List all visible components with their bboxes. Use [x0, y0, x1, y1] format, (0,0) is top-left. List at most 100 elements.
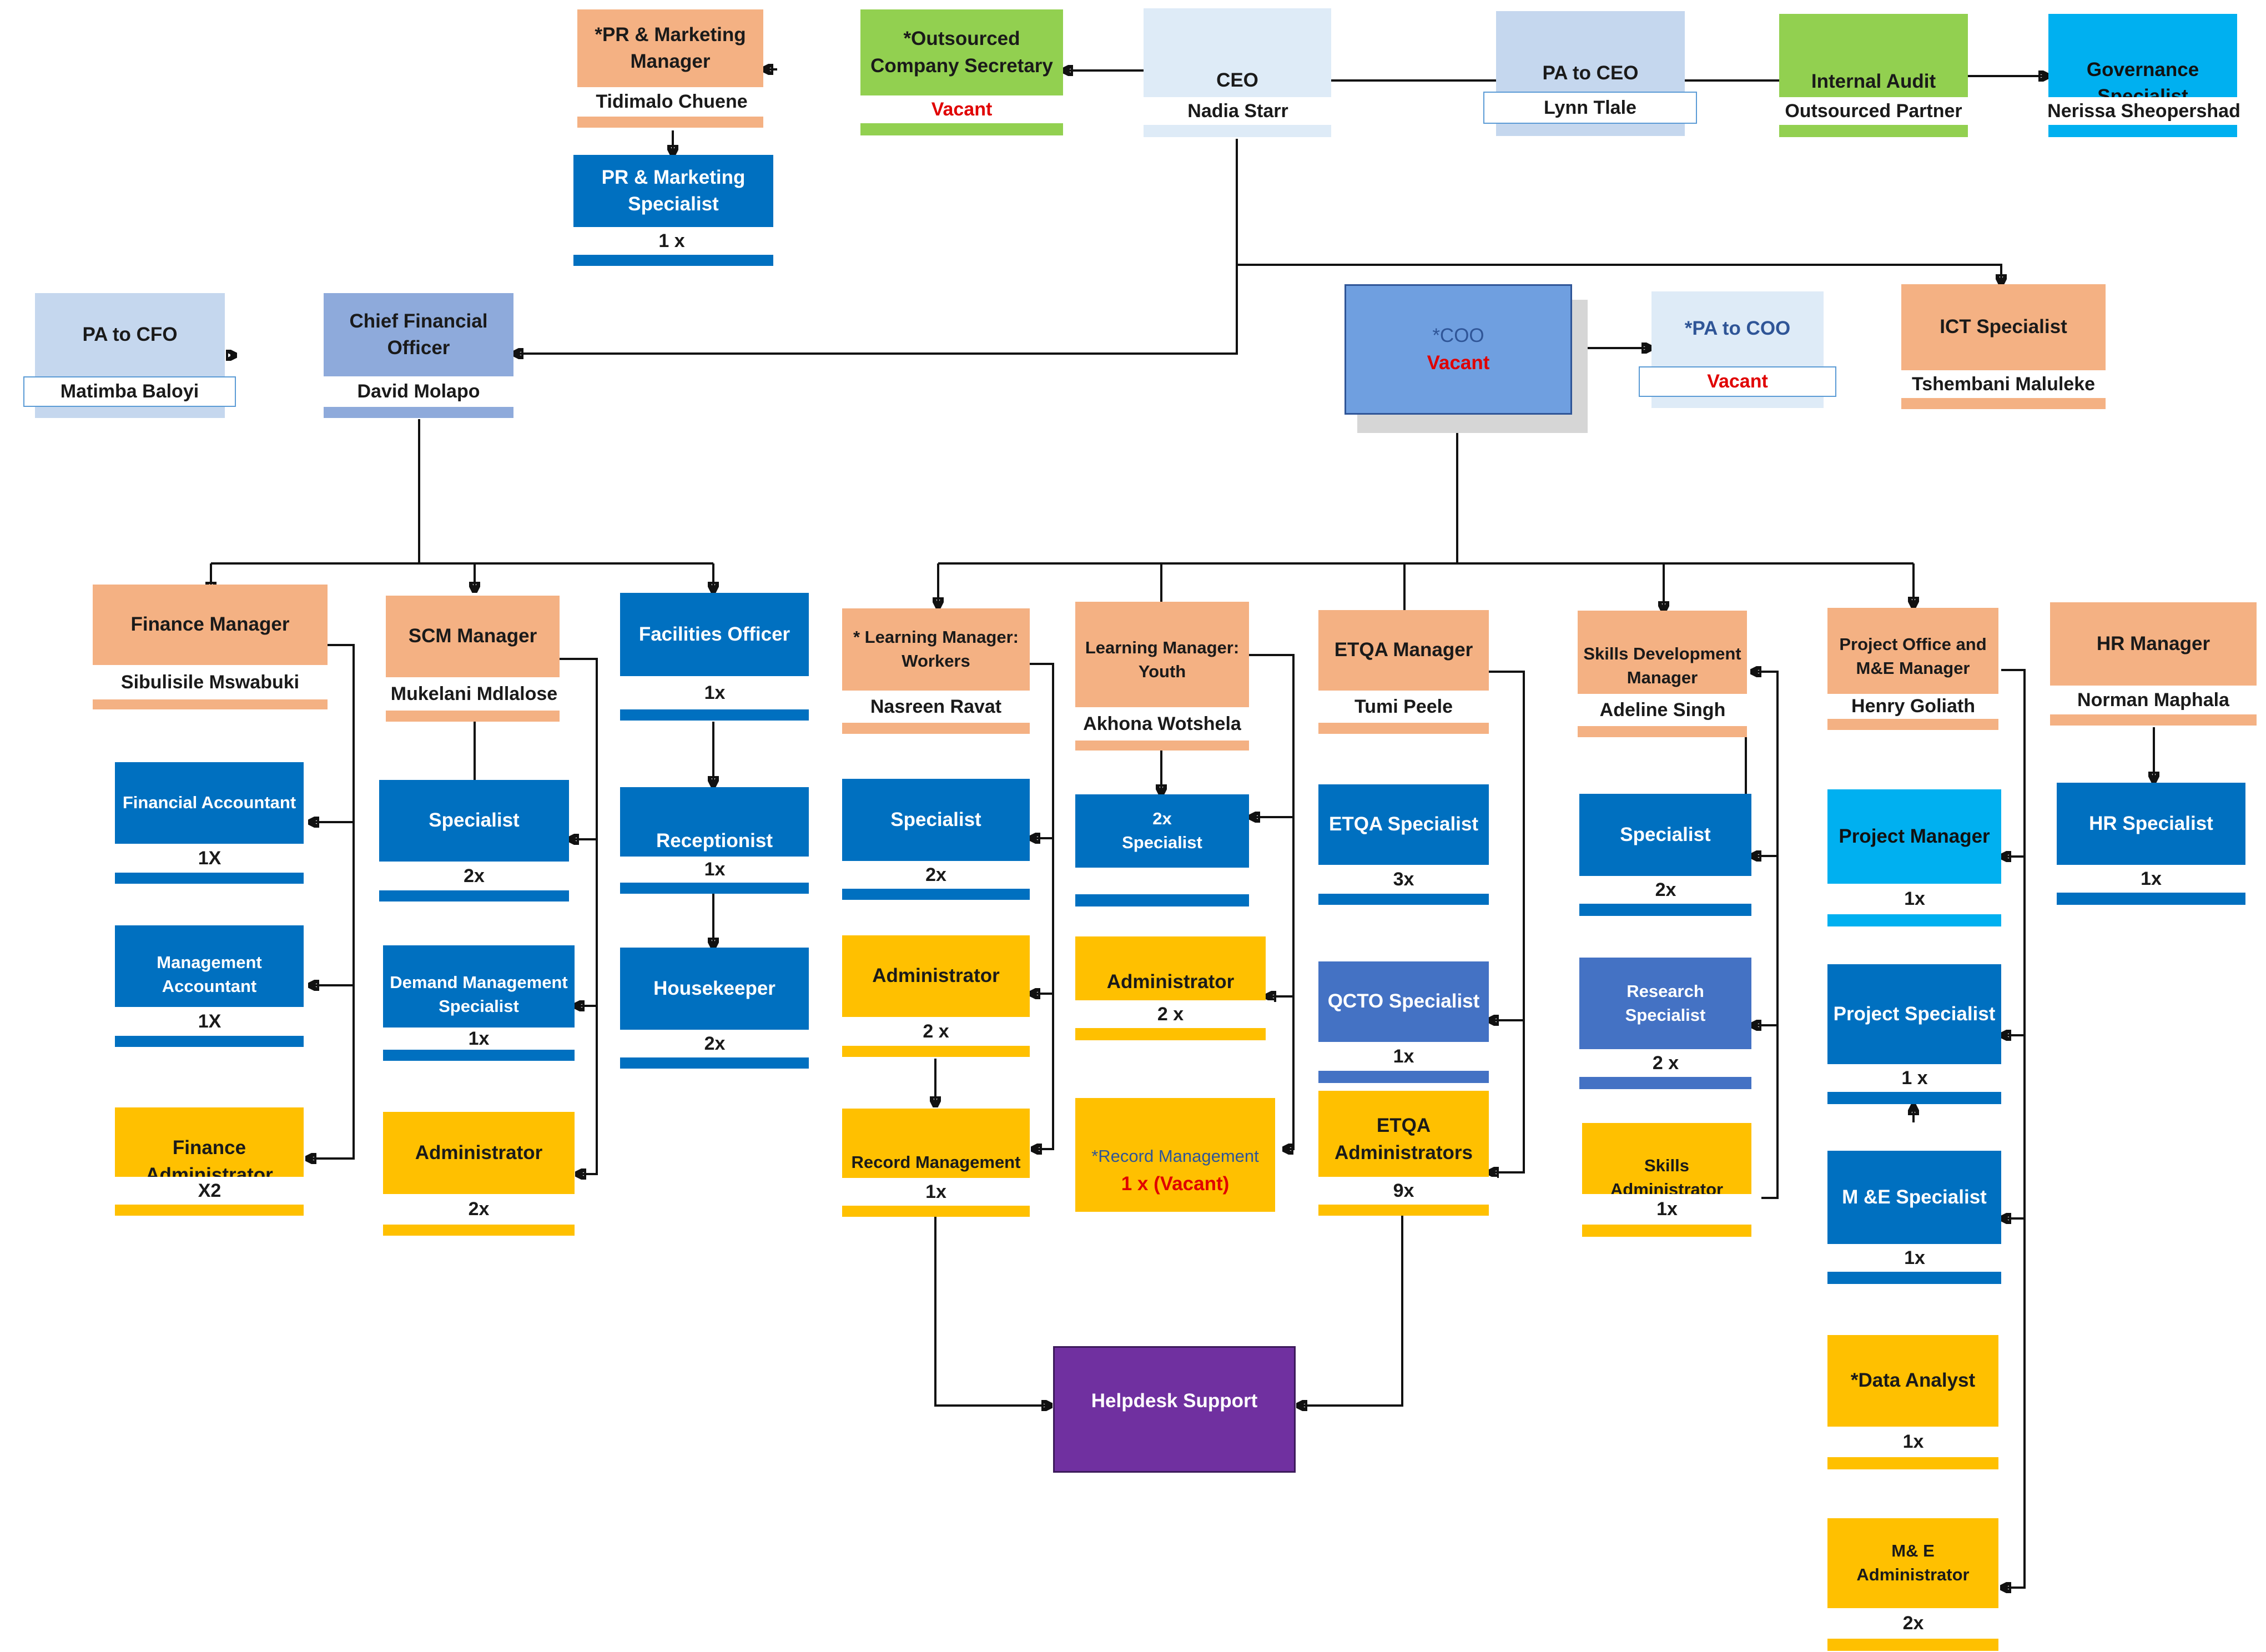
me-specialist-title: M &E Specialist [1842, 1186, 1987, 1208]
demand-specialist-title: Demand Management Specialist [390, 973, 568, 1016]
etqa-manager-name: Tumi Peele [1310, 691, 1497, 723]
facilities-officer-count: 1x [611, 676, 819, 709]
scm-specialist-box: Specialist [379, 780, 569, 862]
ceo-title: CEO [1216, 69, 1258, 91]
helpdesk-box: Helpdesk Support [1053, 1346, 1296, 1473]
lmw-administrator-title: Administrator [872, 965, 1000, 987]
lm-workers-bar [842, 723, 1030, 734]
helpdesk-title: Helpdesk Support [1091, 1389, 1258, 1412]
pa-ceo-bar [1496, 124, 1685, 136]
management-accountant-box: Management Accountant [115, 925, 304, 1007]
hr-specialist-title: HR Specialist [2089, 812, 2213, 834]
scm-administrator-bar [383, 1225, 575, 1236]
facilities-officer-box: Facilities Officer [620, 593, 809, 676]
me-specialist-count: 1x [1818, 1244, 2011, 1272]
data-analyst-bar [1827, 1457, 1998, 1469]
lmy-record-bar [1075, 1198, 1275, 1212]
sd-specialist-title: Specialist [1620, 823, 1711, 845]
lmw-specialist-box: Specialist [842, 779, 1030, 861]
lmy-administrator-box: Administrator [1075, 936, 1266, 1000]
lmw-record-count: 1x [833, 1178, 1039, 1206]
housekeeper-title: Housekeeper [653, 977, 776, 999]
scm-manager-box: SCM Manager [386, 596, 560, 677]
qcto-specialist-count: 1x [1310, 1042, 1497, 1071]
financial-accountant-title: Financial Accountant [122, 793, 296, 813]
etqa-specialist-count: 3x [1310, 865, 1497, 894]
project-manager-title: Project Manager [1839, 825, 1990, 847]
cfo-title: Chief Financial Officer [349, 310, 488, 359]
scm-administrator-title: Administrator [415, 1141, 543, 1164]
receptionist-box: Receptionist [620, 787, 809, 857]
project-specialist-count: 1 x [1818, 1064, 2011, 1092]
finance-manager-box: Finance Manager [93, 585, 328, 665]
lmy-specialist-title: Specialist [1122, 833, 1202, 852]
lmy-specialist-bar [1075, 894, 1249, 906]
internal-audit-box: Internal Audit [1779, 14, 1968, 97]
management-accountant-count: 1X [105, 1007, 314, 1036]
qcto-specialist-title: QCTO Specialist [1327, 990, 1480, 1013]
lm-workers-title: * Learning Manager: Workers [853, 627, 1019, 671]
receptionist-title: Receptionist [656, 830, 773, 852]
etqa-admins-box: ETQA Administrators [1318, 1091, 1489, 1177]
me-administrator-count: 2x [1818, 1608, 2008, 1639]
lmw-record-bar [842, 1206, 1030, 1217]
internal-audit-bar [1779, 125, 1968, 137]
hr-manager-bar [2050, 714, 2257, 726]
project-manager-count: 1x [1818, 884, 2011, 914]
lmy-record-box: *Record Management [1075, 1098, 1275, 1170]
governance-box: Governance Specialist [2048, 14, 2237, 107]
pa-cfo-bar [35, 407, 225, 418]
data-analyst-title: *Data Analyst [1850, 1369, 1976, 1392]
skills-manager-bar [1578, 726, 1747, 737]
lmw-record-title: Record Management [851, 1152, 1021, 1172]
demand-specialist-box: Demand Management Specialist [383, 945, 575, 1028]
lmw-administrator-bar [842, 1046, 1030, 1057]
internal-audit-title: Internal Audit [1811, 70, 1936, 93]
cfo-box: Chief Financial Officer [324, 293, 513, 376]
pa-cfo-box: PA to CFO [35, 293, 225, 376]
project-specialist-bar [1827, 1092, 2001, 1104]
scm-manager-bar [386, 711, 560, 722]
cfo-name: David Molapo [314, 376, 523, 407]
pa-coo-title: *PA to COO [1684, 318, 1791, 340]
coo-status: Vacant [1427, 351, 1490, 374]
data-analyst-box: *Data Analyst [1827, 1335, 1998, 1427]
lmw-specialist-count: 2x [833, 861, 1039, 889]
facilities-officer-title: Facilities Officer [638, 623, 790, 645]
me-specialist-bar [1827, 1272, 2001, 1284]
scm-administrator-box: Administrator [383, 1112, 575, 1194]
pr-specialist-box: PR & Marketing Specialist [573, 155, 773, 227]
lmy-specialist-box: 2x Specialist [1075, 794, 1249, 868]
ict-name: Tshembani Maluleke [1890, 370, 2117, 398]
pr-manager-name: Tidimalo Chuene [566, 87, 777, 117]
etqa-specialist-title: ETQA Specialist [1328, 813, 1479, 835]
research-specialist-count: 2 x [1570, 1049, 1761, 1077]
lmw-specialist-title: Specialist [890, 808, 981, 830]
sd-specialist-box: Specialist [1579, 794, 1751, 876]
demand-specialist-count: 1x [373, 1028, 585, 1050]
lmy-specialist-gap [1067, 868, 1257, 894]
pa-ceo-title: PA to CEO [1542, 62, 1639, 84]
hr-manager-name: Norman Maphala [2043, 686, 2264, 714]
skills-admin-box: Skills Administrator [1582, 1123, 1751, 1199]
housekeeper-box: Housekeeper [620, 948, 809, 1030]
project-manager-bar [1827, 914, 2001, 926]
cfo-bar [324, 407, 513, 418]
pr-specialist-bar [573, 255, 773, 266]
research-specialist-box: Research Specialist [1579, 958, 1751, 1049]
ceo-name: Nadia Starr [1135, 97, 1341, 125]
etqa-admins-count: 9x [1310, 1177, 1497, 1205]
etqa-manager-box: ETQA Manager [1318, 610, 1489, 691]
etqa-admins-title: ETQA Administrators [1335, 1115, 1473, 1164]
etqa-admins-bar [1318, 1205, 1489, 1216]
pr-specialist-count: 1 x [566, 227, 777, 255]
etqa-specialist-bar [1318, 894, 1489, 905]
lmy-administrator-count: 2 x [1067, 1000, 1274, 1028]
skills-manager-name: Adeline Singh [1568, 694, 1757, 726]
skills-manager-title: Skills Development Manager [1583, 644, 1741, 687]
research-specialist-title: Research Specialist [1625, 981, 1706, 1025]
lm-youth-name: Akhona Wotshela [1067, 707, 1257, 741]
me-specialist-box: M &E Specialist [1827, 1151, 2001, 1244]
finance-manager-name: Sibulisile Mswabuki [86, 665, 334, 699]
me-administrator-title: M& E Administrator [1856, 1541, 1970, 1584]
